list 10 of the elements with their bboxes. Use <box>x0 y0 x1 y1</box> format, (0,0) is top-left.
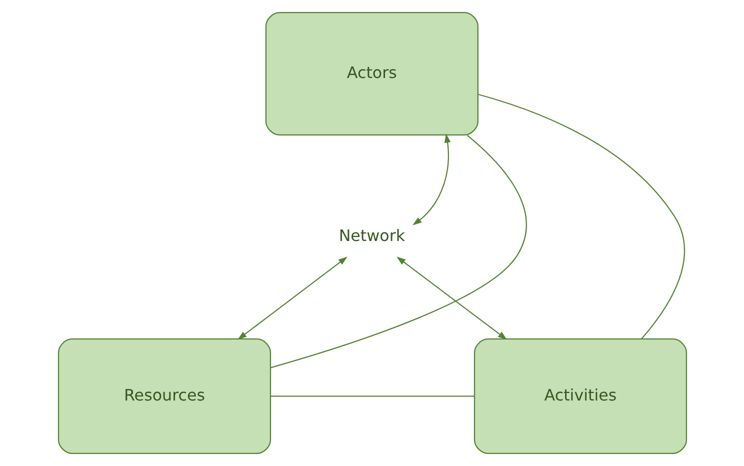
connector <box>270 134 526 368</box>
arrow <box>396 256 506 340</box>
node-box: Activities <box>473 338 687 454</box>
arrow <box>237 256 347 340</box>
node-box: Actors <box>264 12 478 136</box>
connector <box>270 396 474 397</box>
node-box: Resources <box>57 338 271 454</box>
arrow <box>412 134 450 226</box>
node-text: Network <box>338 226 405 246</box>
connector <box>478 94 684 340</box>
